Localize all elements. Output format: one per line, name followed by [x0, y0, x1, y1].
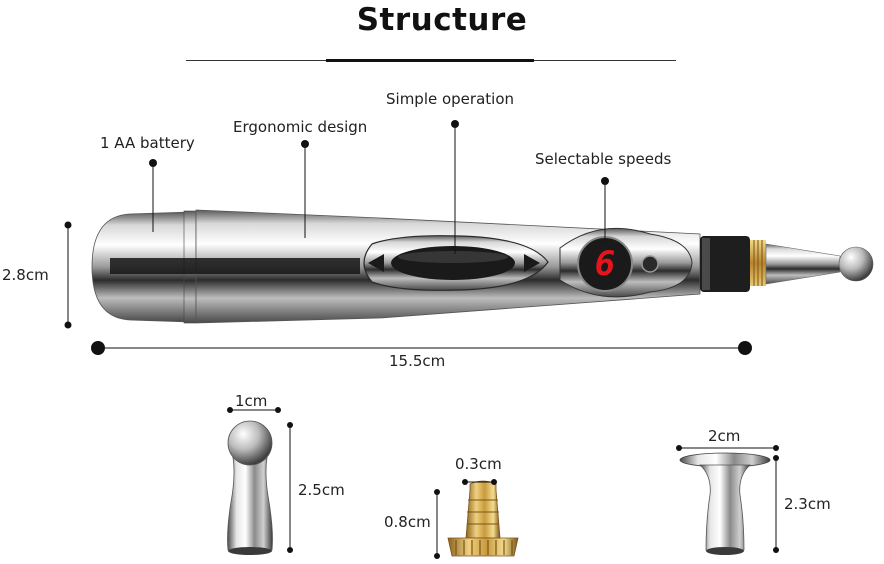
- flat-tip-width-label: 2cm: [708, 427, 741, 445]
- ball-tip-width-label: 1cm: [235, 392, 268, 410]
- ball-tip-height-label: 2.5cm: [298, 481, 345, 499]
- operation-label: Simple operation: [386, 90, 515, 108]
- pen-body: [91, 209, 874, 324]
- flat-tip-accessory: [679, 452, 771, 555]
- ball-tip-height-dimension: [287, 422, 293, 553]
- flat-tip-width-dimension: [676, 445, 779, 451]
- pen-length-label: 15.5cm: [389, 352, 446, 370]
- pen-length-dimension: [91, 341, 752, 355]
- needle-tip-width-dimension: [462, 479, 497, 485]
- speeds-label: Selectable speeds: [535, 150, 672, 168]
- page-title: Structure: [356, 2, 528, 38]
- callout-speeds: [601, 177, 609, 242]
- callout-battery: [149, 159, 157, 232]
- callout-ergonomic: [301, 140, 309, 238]
- pen-height-dimension: [64, 221, 72, 329]
- operation-panel: [363, 235, 549, 291]
- speed-display: [559, 228, 693, 298]
- title-underline-accent: [326, 59, 534, 62]
- pen-height-label: 2.8cm: [2, 266, 49, 284]
- ball-tip-width-dimension: [227, 407, 281, 413]
- flat-tip-height-dimension: [773, 455, 779, 553]
- flat-tip-height-label: 2.3cm: [784, 495, 831, 513]
- speed-display-digit: 6: [594, 244, 616, 284]
- ball-tip-accessory: [227, 420, 273, 555]
- ergonomic-label: Ergonomic design: [233, 118, 368, 136]
- needle-tip-height-dimension: [434, 489, 440, 559]
- callout-operation: [451, 120, 459, 254]
- needle-tip-accessory: [447, 480, 519, 557]
- needle-tip-width-label: 0.3cm: [455, 455, 502, 473]
- battery-label: 1 AA battery: [100, 134, 195, 152]
- needle-tip-height-label: 0.8cm: [384, 513, 431, 531]
